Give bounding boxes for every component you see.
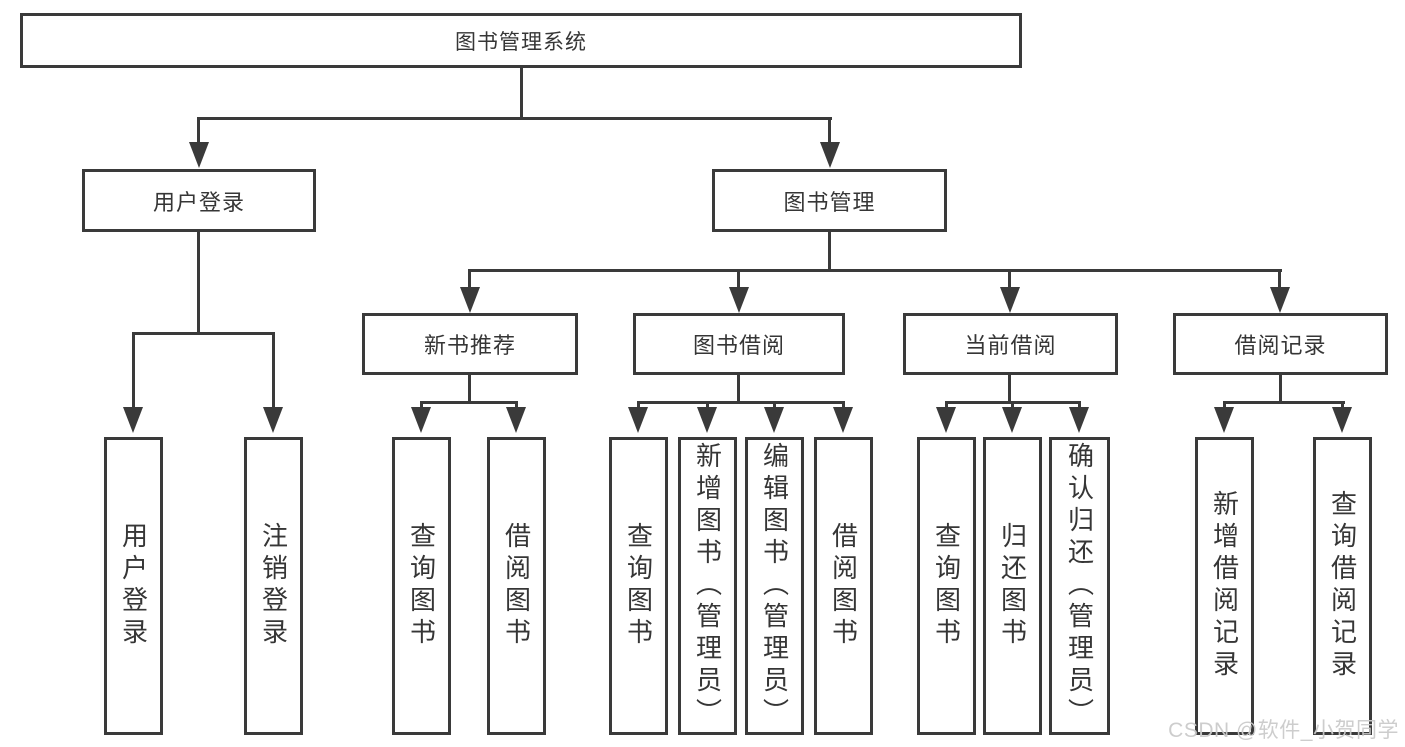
arrow-down-icon (628, 407, 648, 433)
connector-vline (828, 232, 831, 272)
arrow-down-icon (1214, 407, 1234, 433)
node-leaf-query-borrow-record: 查询借阅记录 (1313, 437, 1372, 735)
connector-vline (637, 401, 640, 410)
node-user-login: 用户登录 (82, 169, 316, 232)
arrow-down-icon (460, 287, 480, 313)
arrow-down-icon (263, 407, 283, 433)
connector-vline (1078, 401, 1081, 410)
connector-vline (468, 269, 471, 289)
arrow-down-icon (1332, 407, 1352, 433)
node-book-management: 图书管理 (712, 169, 947, 232)
connector-vline (828, 117, 831, 145)
arrow-down-icon (764, 407, 784, 433)
arrow-down-icon (697, 407, 717, 433)
node-leaf-edit-book-admin: 编辑图书（管理员） (745, 437, 804, 735)
node-leaf-query-books-recommend: 查询图书 (392, 437, 451, 735)
node-book-borrowing: 图书借阅 (633, 313, 845, 375)
connector-vline (1008, 375, 1011, 404)
arrow-down-icon (820, 142, 840, 168)
connector-vline (197, 117, 200, 145)
connector-vline (132, 332, 135, 410)
arrow-down-icon (189, 142, 209, 168)
connector-vline (197, 232, 200, 335)
node-label: 编辑图书（管理员） (759, 442, 790, 730)
connector-vline (1223, 401, 1226, 410)
arrow-down-icon (936, 407, 956, 433)
arrow-down-icon (1002, 407, 1022, 433)
connector-hline (420, 401, 518, 404)
node-leaf-logout: 注销登录 (244, 437, 303, 735)
connector-vline (706, 401, 709, 410)
node-label: 新书推荐 (423, 333, 516, 358)
node-label: 查询图书 (623, 522, 654, 650)
node-leaf-borrow-books: 借阅图书 (814, 437, 873, 735)
connector-vline (773, 401, 776, 410)
connector-vline (1341, 401, 1344, 410)
node-leaf-user-login: 用户登录 (104, 437, 163, 735)
arrow-down-icon (1000, 287, 1020, 313)
node-leaf-add-borrow-record: 新增借阅记录 (1195, 437, 1254, 735)
arrow-down-icon (833, 407, 853, 433)
node-borrowing-records: 借阅记录 (1173, 313, 1388, 375)
node-label: 用户登录 (118, 522, 149, 650)
node-label: 图书借阅 (692, 333, 785, 358)
node-label: 借阅记录 (1234, 333, 1327, 358)
node-label: 图书管理 (783, 189, 876, 215)
node-label: 图书管理系统 (455, 30, 587, 54)
node-label: 用户登录 (152, 189, 245, 215)
arrow-down-icon (1069, 407, 1089, 433)
node-label: 新增图书（管理员） (692, 442, 723, 730)
node-label: 查询借阅记录 (1327, 490, 1358, 682)
connector-vline (842, 401, 845, 410)
connector-hline (198, 117, 832, 120)
node-label: 注销登录 (258, 522, 289, 650)
node-leaf-confirm-return-admin: 确认归还（管理员） (1049, 437, 1110, 735)
connector-vline (737, 375, 740, 404)
connector-hline (468, 269, 1282, 272)
connector-vline (1278, 269, 1281, 289)
connector-vline (1008, 269, 1011, 289)
connector-vline (1279, 375, 1282, 404)
node-leaf-return-books: 归还图书 (983, 437, 1042, 735)
connector-hline (1223, 401, 1345, 404)
node-current-borrowing: 当前借阅 (903, 313, 1118, 375)
node-label: 查询图书 (931, 522, 962, 650)
connector-hline (132, 332, 274, 335)
node-library-system: 图书管理系统 (20, 13, 1022, 68)
node-label: 新增借阅记录 (1209, 490, 1240, 682)
arrow-down-icon (411, 407, 431, 433)
node-leaf-add-book-admin: 新增图书（管理员） (678, 437, 737, 735)
node-new-book-recommend: 新书推荐 (362, 313, 578, 375)
connector-vline (737, 269, 740, 289)
connector-vline (1011, 401, 1014, 410)
connector-vline (515, 401, 518, 410)
arrow-down-icon (123, 407, 143, 433)
node-label: 归还图书 (997, 522, 1028, 650)
arrow-down-icon (506, 407, 526, 433)
arrow-down-icon (1270, 287, 1290, 313)
node-leaf-borrow-books-recommend: 借阅图书 (487, 437, 546, 735)
node-leaf-query-books-borrow: 查询图书 (609, 437, 668, 735)
connector-hline (637, 401, 845, 404)
connector-vline (272, 332, 275, 410)
node-label: 查询图书 (406, 522, 437, 650)
connector-vline (468, 375, 471, 404)
node-label: 借阅图书 (501, 522, 532, 650)
csdn-watermark: CSDN @软件_小贺同学 (1168, 719, 1399, 742)
node-label: 借阅图书 (828, 522, 859, 650)
node-leaf-query-books-current: 查询图书 (917, 437, 976, 735)
connector-vline (945, 401, 948, 410)
arrow-down-icon (729, 287, 749, 313)
connector-vline (520, 68, 523, 119)
node-label: 当前借阅 (964, 333, 1057, 358)
node-label: 确认归还（管理员） (1064, 442, 1095, 730)
connector-vline (420, 401, 423, 410)
